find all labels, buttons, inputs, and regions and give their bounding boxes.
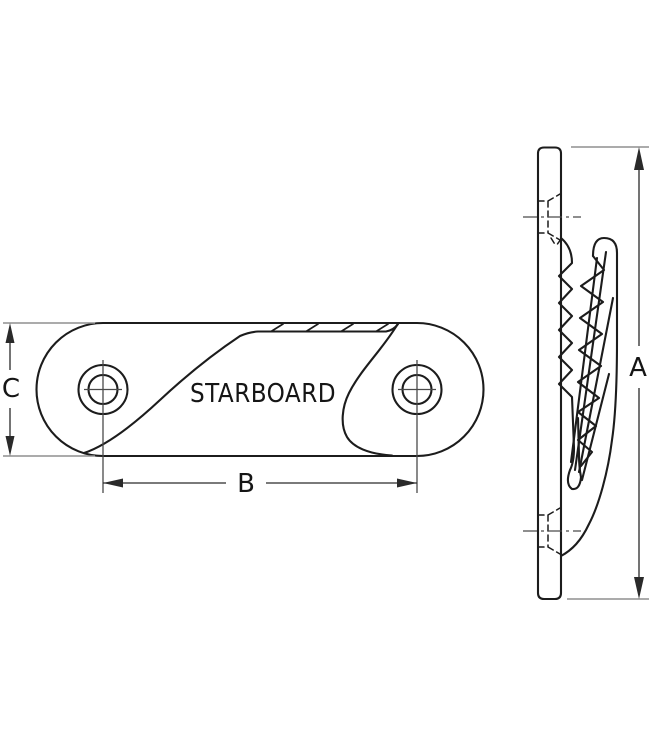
front-view: STARBOARD C B bbox=[2, 321, 485, 499]
side-view: A bbox=[523, 146, 649, 601]
ramp-edge-line bbox=[82, 322, 400, 455]
jaw-entry-curve bbox=[341, 322, 400, 457]
brand-text: STARBOARD bbox=[190, 379, 336, 409]
dimension-b: B bbox=[103, 469, 417, 499]
hole-centerlines bbox=[84, 360, 436, 493]
dim-a-extension-lines bbox=[567, 146, 649, 600]
dim-c-extension-lines bbox=[3, 322, 95, 457]
side-hole-centerlines bbox=[523, 216, 581, 532]
dim-b-label: B bbox=[237, 469, 255, 499]
dim-c-label: C bbox=[2, 374, 20, 404]
dimension-c: C bbox=[2, 322, 95, 457]
jaw-ridge-lines bbox=[569, 250, 615, 482]
dimension-a: A bbox=[567, 146, 649, 600]
serration-ticks bbox=[270, 323, 389, 333]
jaw-wedge-outline bbox=[559, 236, 619, 558]
countersink-hidden-top bbox=[537, 193, 562, 247]
jaw-right-serrations bbox=[576, 254, 606, 468]
dim-a-label: A bbox=[629, 353, 647, 383]
jaw-left-serrations bbox=[557, 236, 583, 491]
side-plate-outline bbox=[536, 146, 563, 601]
